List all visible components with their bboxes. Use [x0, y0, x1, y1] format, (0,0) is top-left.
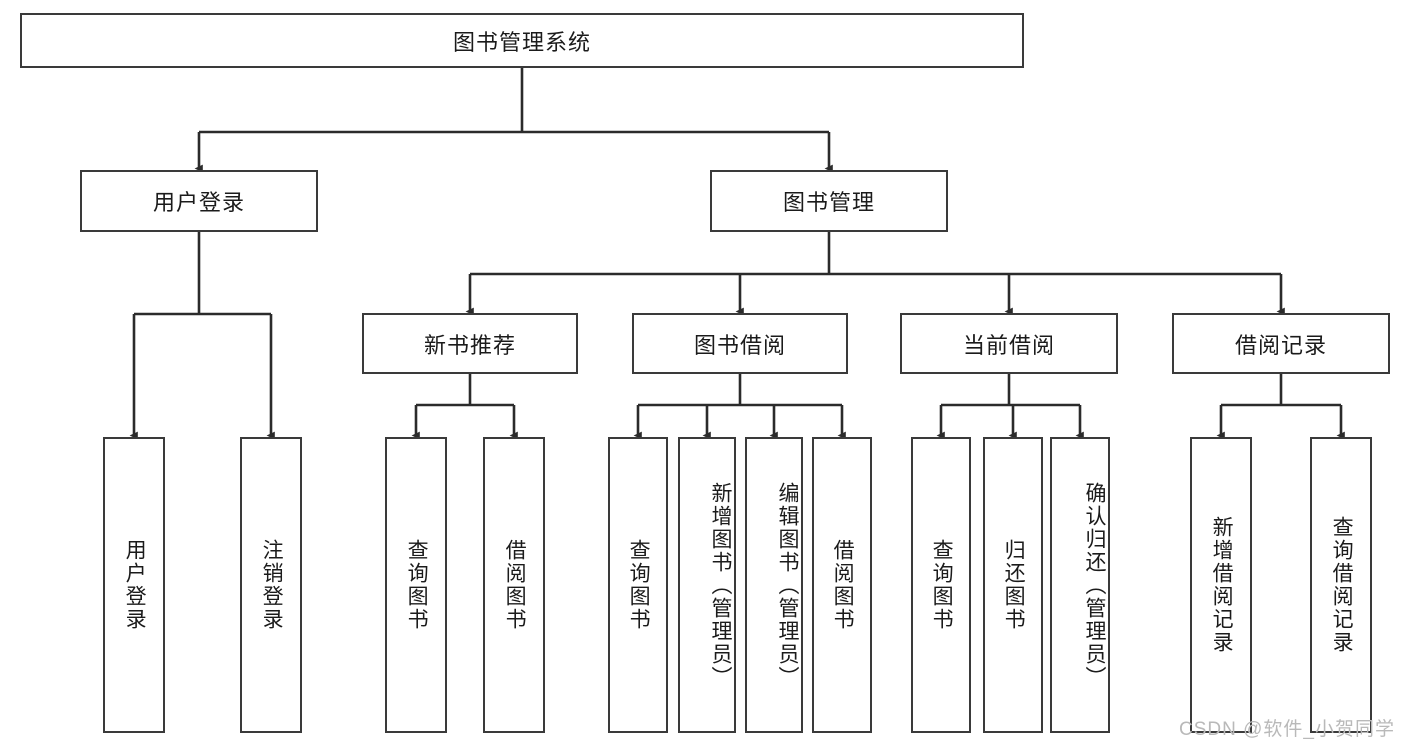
node-leaf-borrow-book-1-label: 借阅图书: [503, 539, 527, 631]
node-leaf-query-book-1-label: 查询图书: [405, 539, 429, 631]
node-leaf-query-book-2-label: 查询图书: [627, 539, 651, 631]
node-leaf-query-record[interactable]: 查询借阅记录: [1310, 437, 1372, 733]
node-leaf-query-book-3-label: 查询图书: [930, 539, 954, 631]
node-book-manage[interactable]: 图书管理: [710, 170, 948, 232]
node-leaf-query-book-3[interactable]: 查询图书: [911, 437, 971, 733]
node-leaf-query-book-1[interactable]: 查询图书: [385, 437, 447, 733]
node-leaf-add-record[interactable]: 新增借阅记录: [1190, 437, 1252, 733]
node-borrow-record[interactable]: 借阅记录: [1172, 313, 1390, 374]
node-borrow-record-label: 借阅记录: [1234, 332, 1327, 358]
node-user-login-label: 用户登录: [152, 190, 245, 215]
node-leaf-user-login-label: 用户登录: [123, 539, 147, 631]
node-leaf-add-book-label: 新增图书（管理员）: [709, 481, 732, 689]
node-book-borrow[interactable]: 图书借阅: [632, 313, 848, 374]
node-leaf-query-book-2[interactable]: 查询图书: [608, 437, 668, 733]
node-root-label: 图书管理系统: [452, 29, 591, 55]
node-leaf-user-login[interactable]: 用户登录: [103, 437, 165, 733]
watermark-text: CSDN @软件_小贺同学: [1179, 719, 1395, 740]
node-leaf-confirm-return-label: 确认归还（管理员）: [1083, 481, 1106, 689]
node-leaf-query-record-label: 查询借阅记录: [1330, 516, 1354, 654]
node-leaf-add-record-label: 新增借阅记录: [1210, 516, 1234, 654]
node-current-borrow-label: 当前借阅: [962, 332, 1055, 358]
node-current-borrow[interactable]: 当前借阅: [900, 313, 1118, 374]
node-new-book-recommend-label: 新书推荐: [423, 332, 516, 358]
node-leaf-return-book[interactable]: 归还图书: [983, 437, 1043, 733]
node-leaf-edit-book[interactable]: 编辑图书（管理员）: [745, 437, 803, 733]
node-book-borrow-label: 图书借阅: [693, 332, 786, 358]
node-new-book-recommend[interactable]: 新书推荐: [362, 313, 578, 374]
node-leaf-logout-label: 注销登录: [260, 539, 284, 631]
node-leaf-borrow-book-2[interactable]: 借阅图书: [812, 437, 872, 733]
node-user-login[interactable]: 用户登录: [80, 170, 318, 232]
node-leaf-borrow-book-2-label: 借阅图书: [831, 539, 855, 631]
node-root[interactable]: 图书管理系统: [20, 13, 1024, 68]
node-leaf-logout[interactable]: 注销登录: [240, 437, 302, 733]
node-leaf-confirm-return[interactable]: 确认归还（管理员）: [1050, 437, 1110, 733]
node-leaf-add-book[interactable]: 新增图书（管理员）: [678, 437, 736, 733]
node-leaf-edit-book-label: 编辑图书（管理员）: [776, 481, 799, 689]
node-leaf-borrow-book-1[interactable]: 借阅图书: [483, 437, 545, 733]
node-leaf-return-book-label: 归还图书: [1002, 539, 1026, 631]
node-book-manage-label: 图书管理: [782, 190, 875, 215]
